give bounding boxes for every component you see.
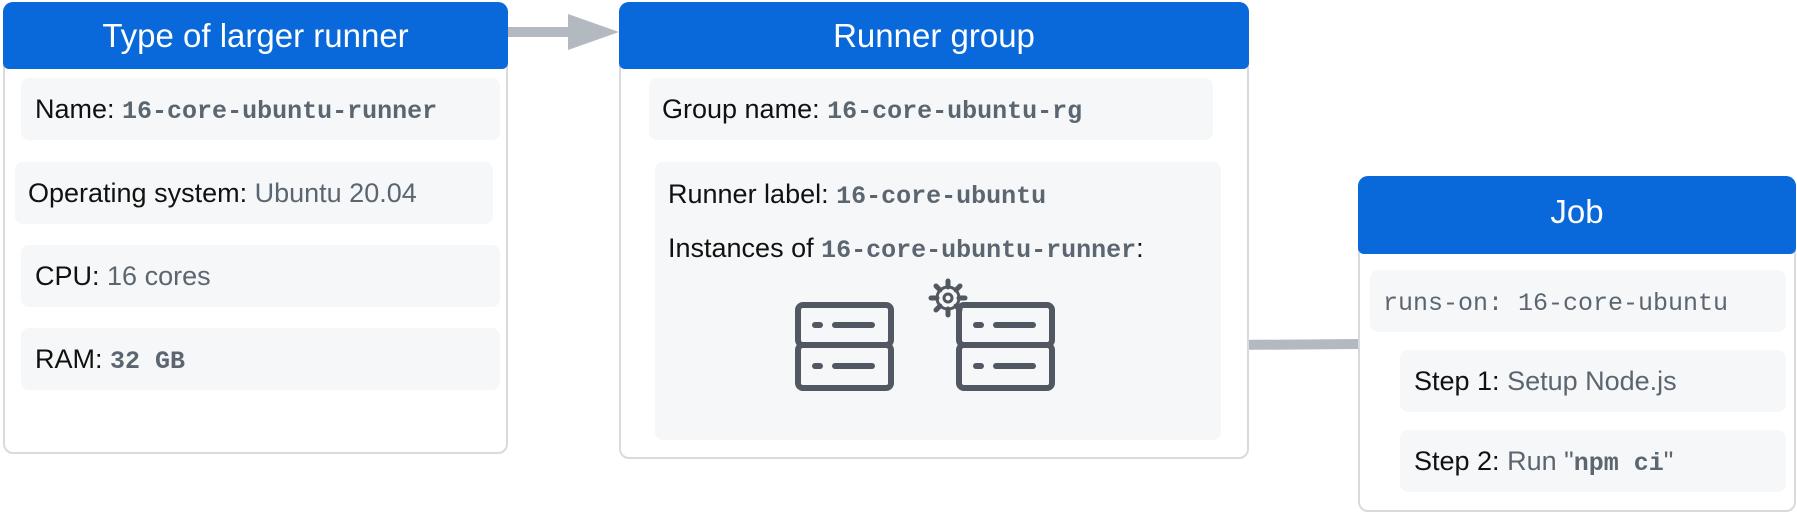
server-icon [956, 302, 1055, 391]
operating-system-value: Ubuntu 20.04 [254, 178, 417, 208]
ram-row: RAM: 32 GB [21, 328, 500, 390]
job-title: Job [1358, 176, 1796, 254]
instances-line: Instances of 16-core-ubuntu-runner: [668, 233, 1144, 265]
cpu-row: CPU: 16 cores [21, 245, 500, 307]
step-2-row: Step 2: Run "npm ci" [1400, 430, 1786, 492]
job-card: Job runs-on: 16-core-ubuntu Step 1: Setu… [1358, 176, 1796, 512]
group-name-row: Group name: 16-core-ubuntu-rg [649, 78, 1213, 140]
server-icon [795, 302, 894, 391]
arrow-type-to-group [508, 14, 619, 50]
runs-on-row: runs-on: 16-core-ubuntu [1370, 270, 1786, 332]
runner-group-title: Runner group [619, 2, 1249, 69]
runner-type-card: Type of larger runner Name: 16-core-ubun… [3, 2, 508, 454]
step-2-value: Run "npm ci" [1507, 446, 1674, 478]
gear-icon [928, 278, 968, 318]
ram-value: 32 GB [110, 347, 186, 376]
step-1-row: Step 1: Setup Node.js [1400, 350, 1786, 412]
runner-type-title: Type of larger runner [3, 2, 508, 69]
group-name-value: 16-core-ubuntu-rg [827, 97, 1083, 126]
instances-value: 16-core-ubuntu-runner [821, 236, 1137, 265]
cpu-value: 16 cores [107, 261, 211, 291]
runner-label-line: Runner label: 16-core-ubuntu [668, 179, 1047, 211]
runner-name-row: Name: 16-core-ubuntu-runner [21, 78, 500, 140]
runner-name-value: 16-core-ubuntu-runner [122, 97, 438, 126]
runner-label-value: 16-core-ubuntu [836, 182, 1047, 211]
operating-system-row: Operating system: Ubuntu 20.04 [15, 162, 493, 224]
runs-on-value: runs-on: 16-core-ubuntu [1383, 289, 1729, 318]
step-1-value: Setup Node.js [1507, 366, 1677, 396]
